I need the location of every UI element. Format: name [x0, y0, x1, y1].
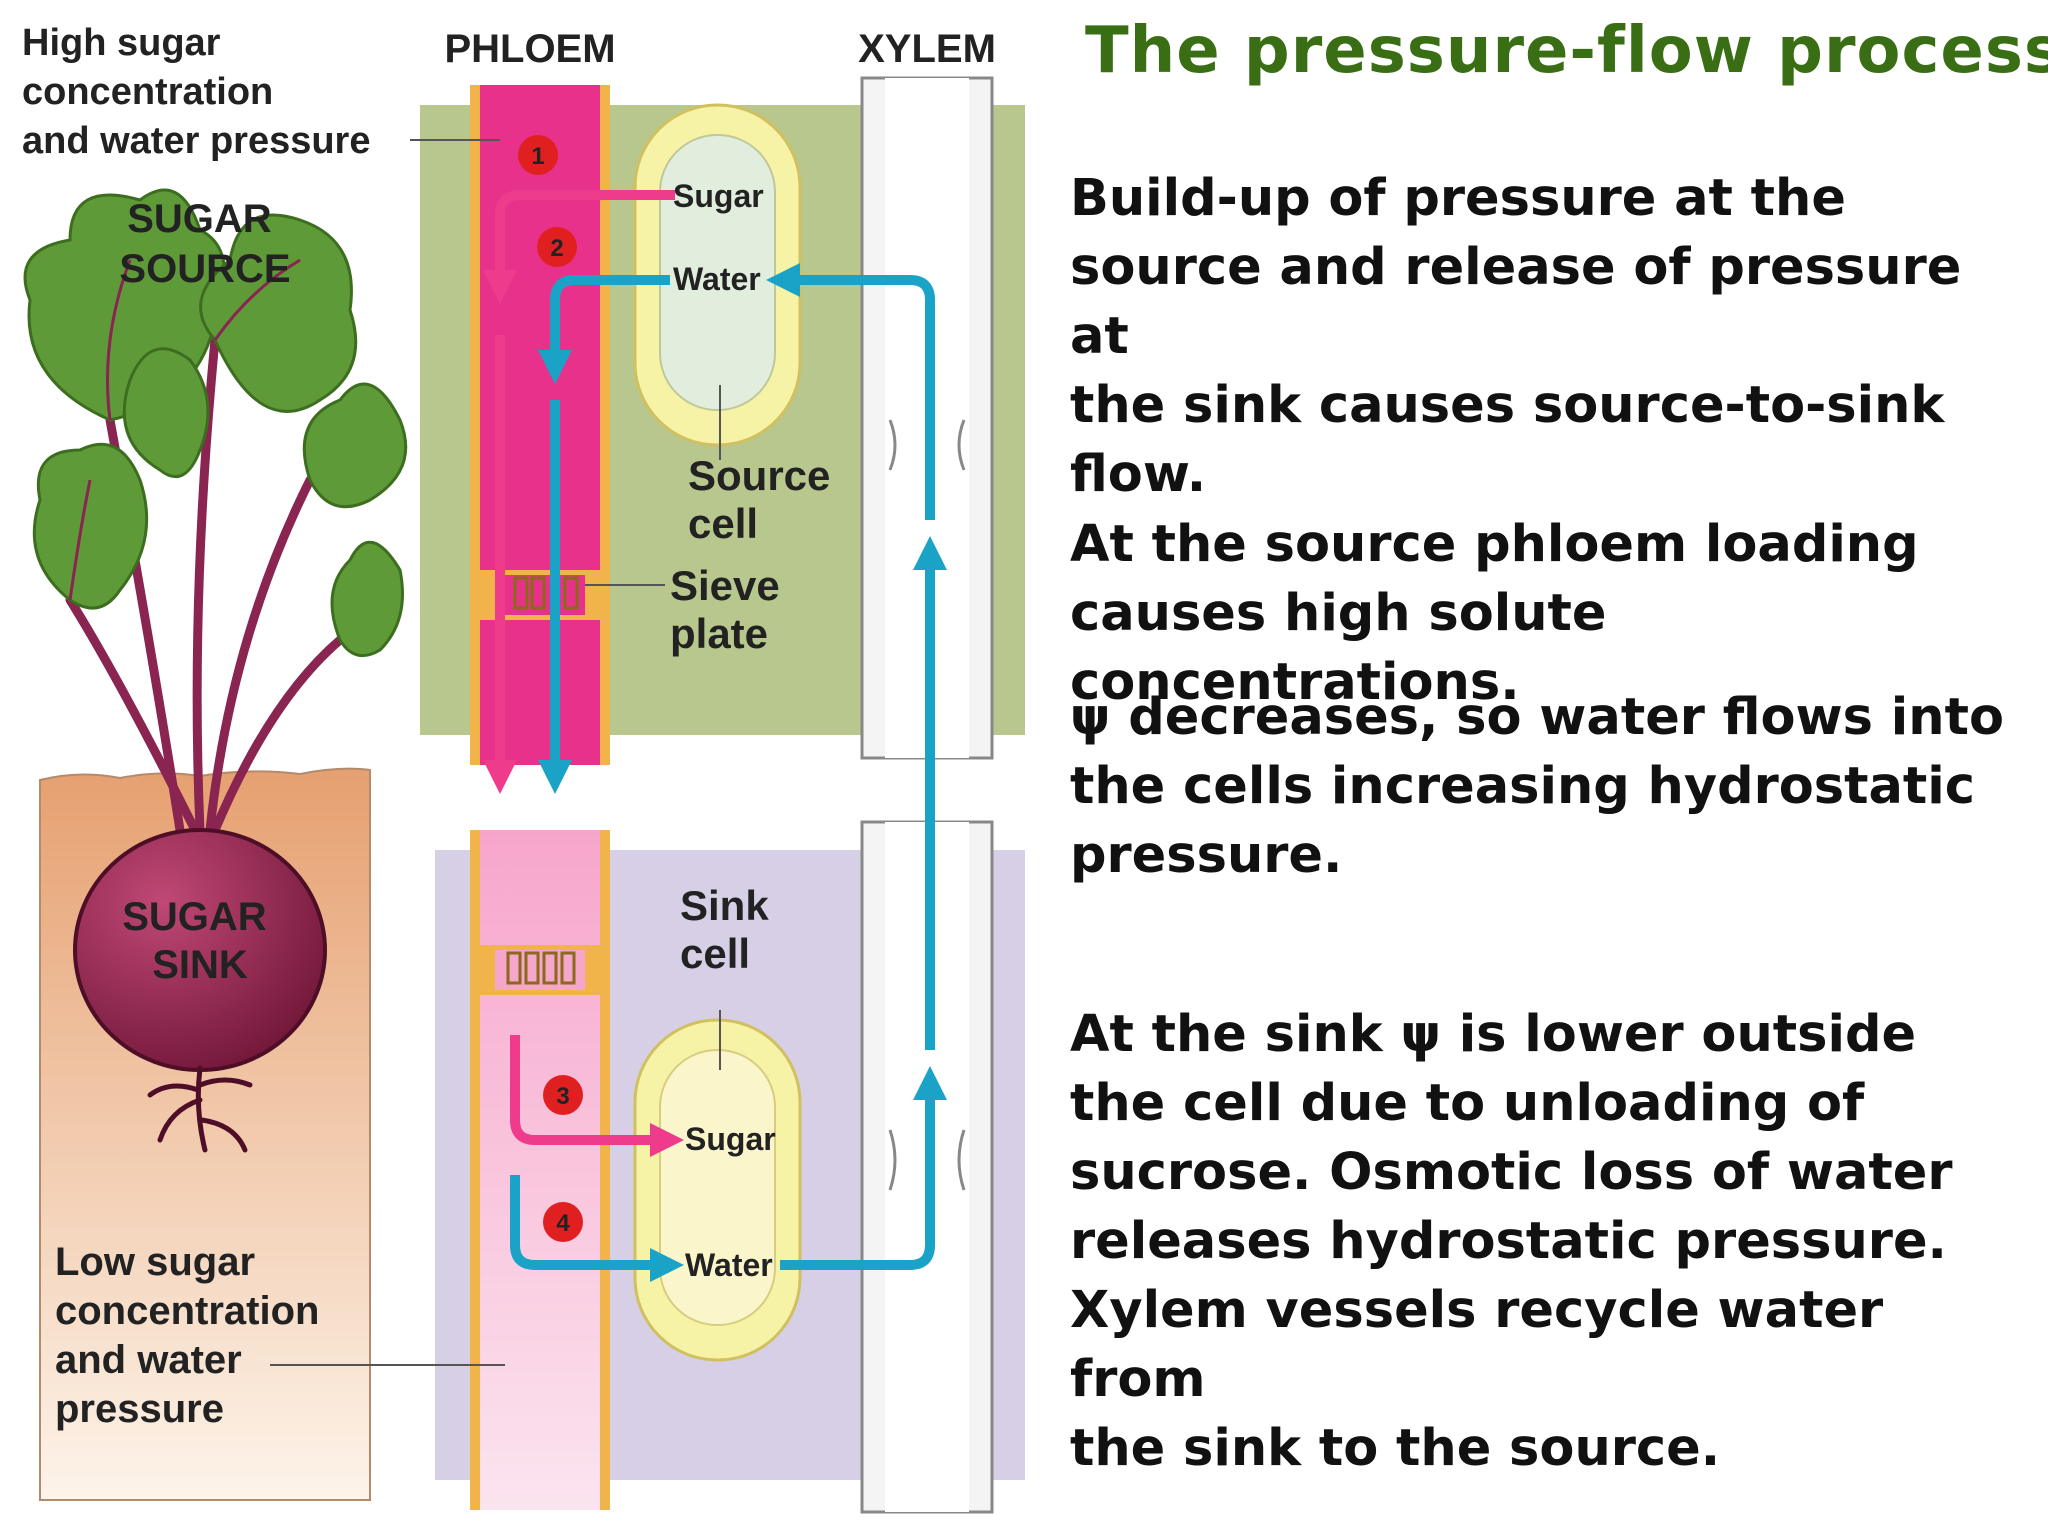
explanation-paragraph-1: Build-up of pressure at the source and r… — [1070, 169, 1962, 504]
sugar-loading-arrow — [483, 190, 675, 304]
water-loading-arrow — [766, 263, 935, 520]
high-sugar-label: High sugar concentration and water press… — [22, 22, 370, 162]
svg-text:1: 1 — [531, 143, 544, 170]
slide-title: The pressure-flow process — [1085, 14, 2048, 88]
water-recycle-arrow — [780, 1066, 947, 1270]
water-unloading-arrow — [510, 1175, 684, 1282]
sink-sugar-label: Sugar — [685, 1121, 776, 1157]
svg-text:4: 4 — [556, 1210, 570, 1237]
beet-rootlets — [147, 1065, 253, 1153]
beet-leaves — [23, 188, 408, 658]
sugar-sink-label: SUGAR SINK — [122, 895, 278, 987]
sugar-unloading-arrow — [510, 1035, 684, 1157]
step-badge-4: 4 — [543, 1202, 583, 1242]
water-into-phloem-arrow — [538, 275, 670, 384]
phloem-label: PHLOEM — [444, 27, 615, 71]
sugar-source-label: SUGAR SOURCE — [119, 197, 290, 291]
source-sugar-label: Sugar — [673, 178, 764, 214]
low-sugar-label: Low sugar concentration and water pressu… — [55, 1240, 331, 1431]
leader-lines — [270, 139, 721, 1366]
xylem-label: XYLEM — [858, 27, 996, 71]
phloem-upper-tube — [470, 85, 610, 765]
sink-cell-label: Sink cell — [680, 882, 780, 977]
explanation-paragraph-4: At the sink ψ is lower outside the cell … — [1070, 1005, 1953, 1478]
svg-text:3: 3 — [556, 1083, 569, 1110]
pressure-flow-diagram: 1 2 3 4 High sugar concentration and wat… — [22, 22, 1025, 1514]
step-badge-3: 3 — [543, 1075, 583, 1115]
explanation-paragraph-3: ψ decreases, so water flows into the cel… — [1070, 688, 2004, 885]
phloem-lower-tube — [470, 830, 610, 1510]
step-badge-1: 1 — [518, 135, 558, 175]
leaf-veins — [68, 258, 301, 601]
source-water-label: Water — [673, 261, 761, 297]
sieve-plate-label: Sieve plate — [670, 562, 791, 657]
step-badge-2: 2 — [537, 227, 577, 267]
explanation-paragraph-2: At the source phloem loading causes high… — [1070, 515, 1919, 712]
sink-water-label: Water — [685, 1247, 773, 1283]
sieve-plate-pores — [506, 576, 579, 985]
source-cell-label: Source cell — [688, 452, 842, 547]
svg-text:2: 2 — [550, 235, 563, 262]
